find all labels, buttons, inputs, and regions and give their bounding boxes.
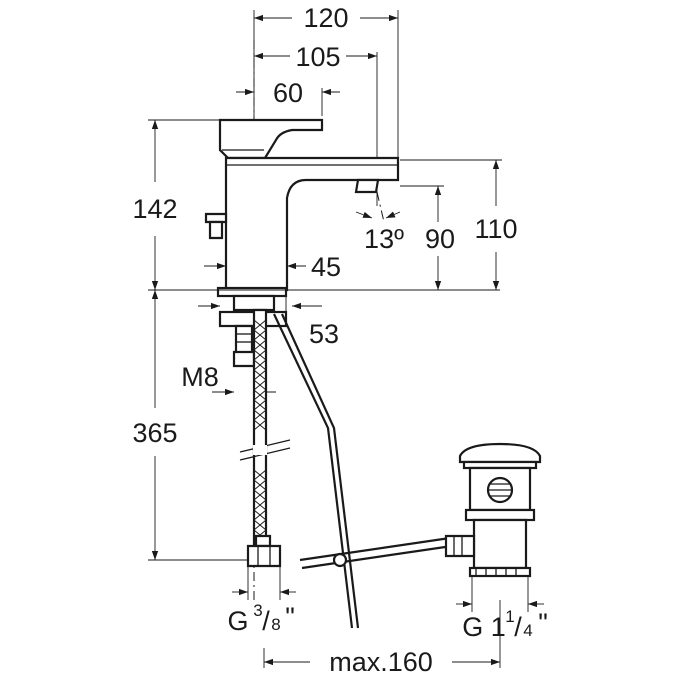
dim-rod-max: max.160 (263, 600, 501, 677)
dim-spout-angle-label: 13º (364, 224, 404, 254)
lever-handle (218, 118, 324, 160)
dim-hose-thread: G 3 / 8 " (227, 566, 296, 636)
dim-waste-thread-slash: / (514, 612, 522, 642)
dim-waste-thread-top: 1 (505, 607, 514, 626)
waste-cap (458, 442, 542, 464)
popup-rod (273, 313, 453, 629)
braided-hose (239, 308, 291, 568)
dim-thread-bolt: M8 (181, 362, 276, 396)
dim-hose-thread-top: 3 (253, 601, 262, 620)
dim-hose-thread-main: G (227, 606, 248, 636)
dim-width-handle-label: 60 (273, 78, 303, 108)
dim-waste-thread-main: G 1 (462, 612, 506, 642)
dim-height-spout: 110 (400, 159, 518, 290)
dim-height-outlet: 90 (400, 185, 455, 290)
dim-width-handle: 60 (236, 78, 340, 116)
dim-waste-thread: G 1 1 / 4 " (456, 576, 548, 642)
dim-width-spout-label: 105 (295, 42, 340, 72)
dim-base-width: 53 (198, 296, 339, 349)
waste-side-connector (444, 534, 476, 558)
hose-connector (254, 534, 272, 548)
dim-hose-length: 365 (132, 290, 248, 561)
dim-height-body-label: 142 (132, 194, 177, 224)
dim-base-width-label: 53 (309, 319, 339, 349)
dim-rod-max-label: max.160 (329, 647, 433, 677)
faucet-body (224, 156, 400, 292)
spout-outlet (354, 178, 380, 194)
dim-hose-thread-unit: " (285, 602, 295, 632)
dim-hose-thread-bottom: 8 (271, 615, 280, 634)
dim-width-spout: 105 (254, 42, 378, 206)
dim-hose-thread-slash: / (262, 606, 270, 636)
dim-hose-length-label: 365 (132, 418, 177, 448)
dim-waste-thread-bottom: 4 (523, 621, 532, 640)
dim-height-body: 142 (132, 119, 500, 291)
dim-spout-angle: 13º (355, 191, 404, 254)
dim-height-spout-label: 110 (474, 214, 517, 244)
dim-thread-bolt-label: M8 (181, 362, 219, 392)
dim-width-total: 120 (253, 3, 399, 160)
dim-body-width-label: 45 (311, 252, 341, 282)
popup-knob (204, 212, 228, 224)
dim-body-width: 45 (204, 252, 341, 282)
dim-waste-thread-unit: " (538, 608, 548, 638)
dim-width-total-label: 120 (303, 3, 348, 33)
faucet-base (216, 286, 288, 298)
dim-height-outlet-label: 90 (425, 224, 455, 254)
waste-valve (444, 442, 542, 578)
faucet (204, 118, 400, 298)
